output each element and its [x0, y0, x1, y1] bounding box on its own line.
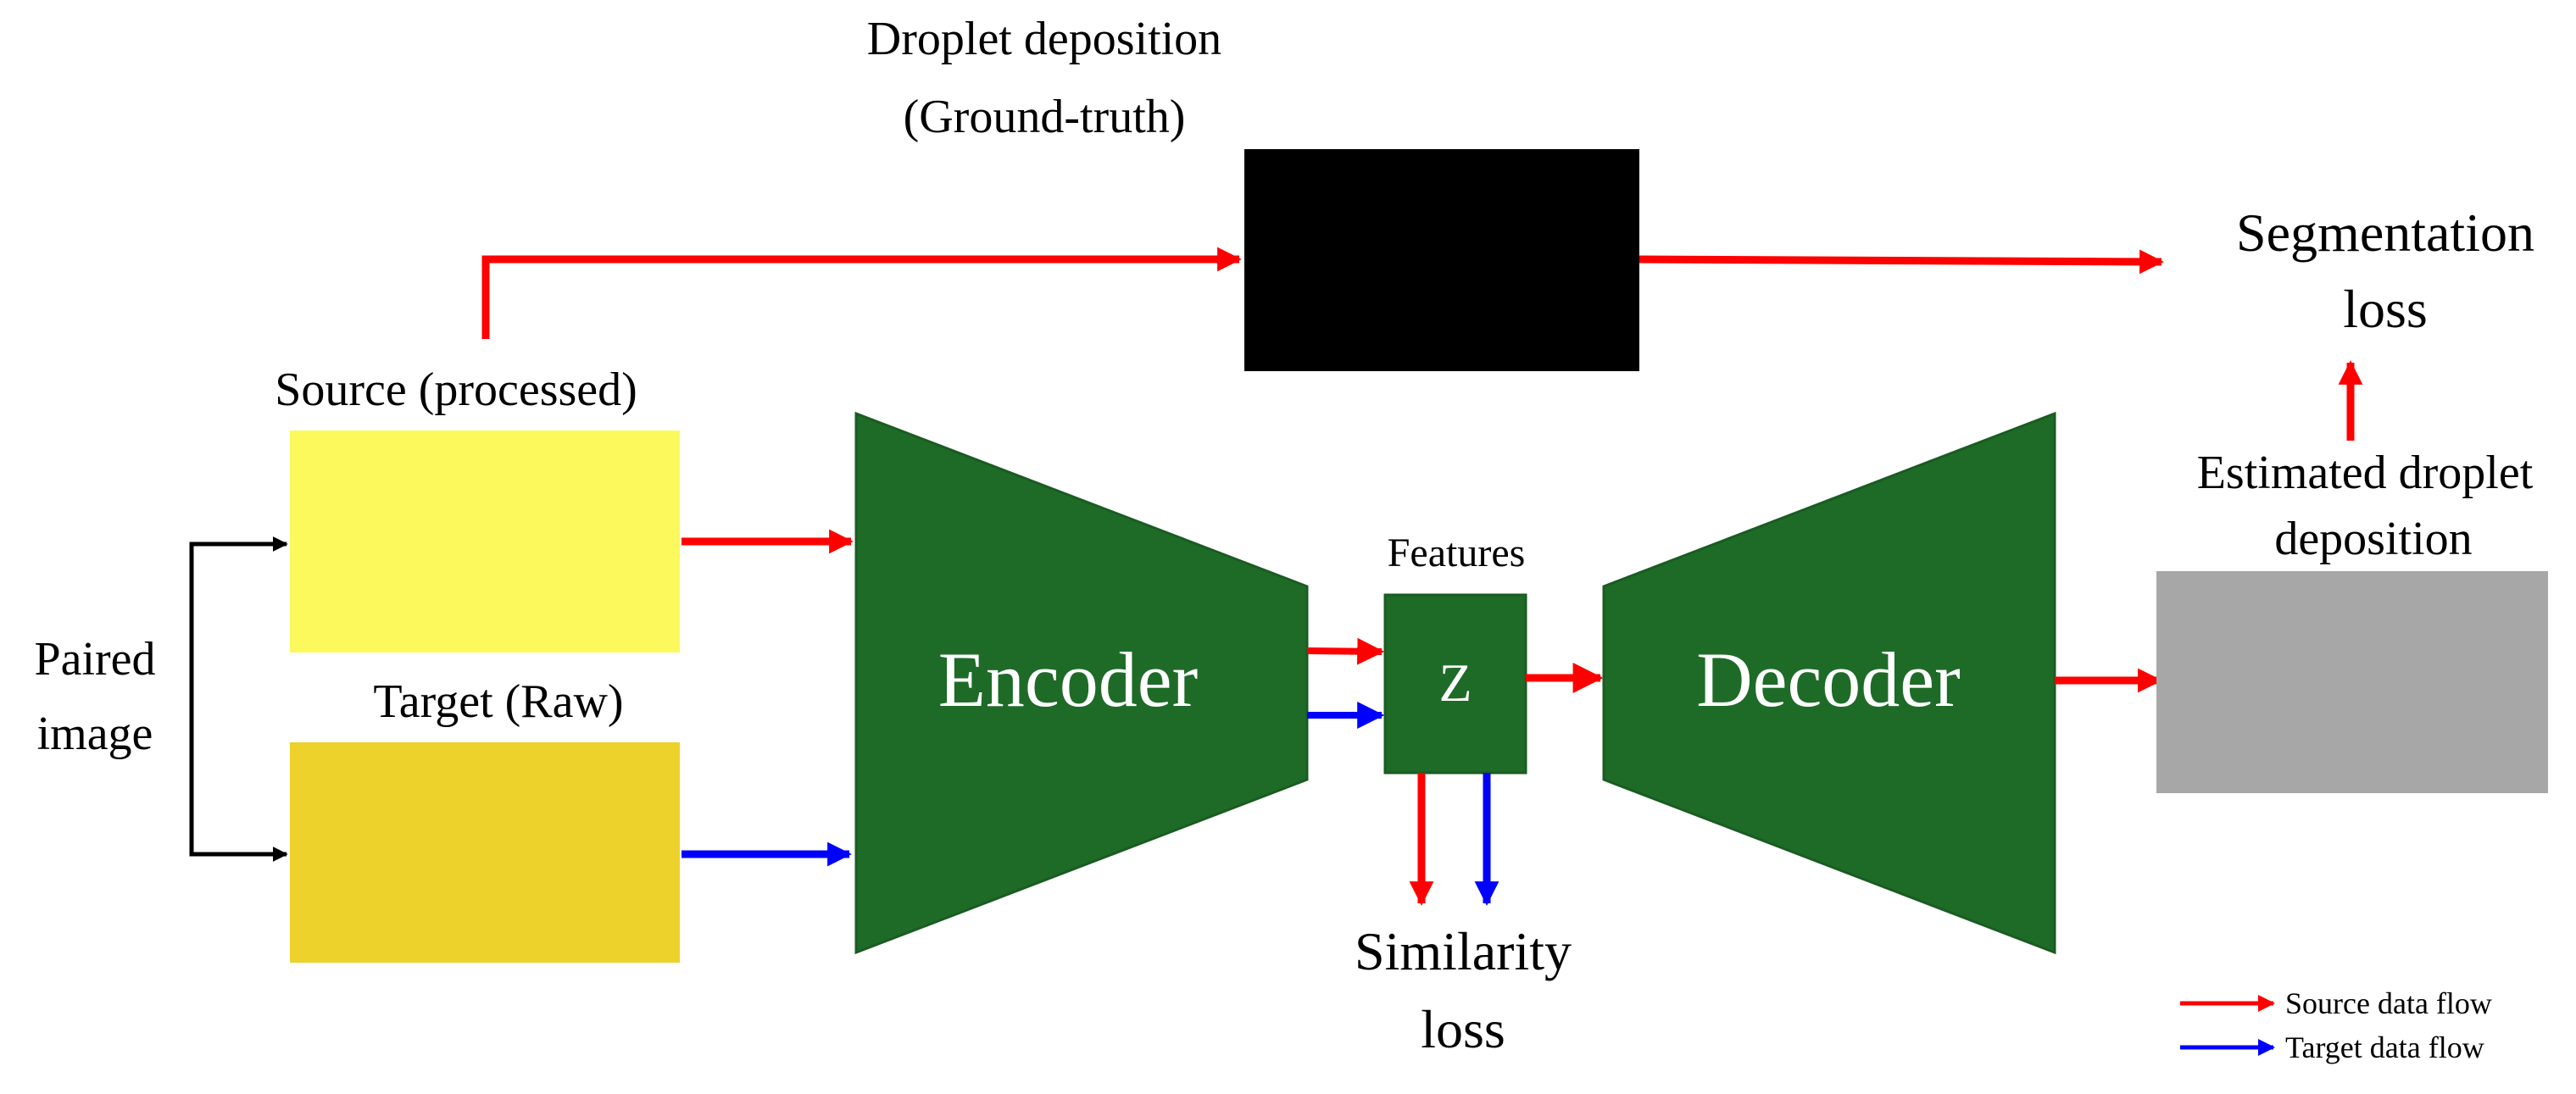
segmentation-loss-line1: Segmentation [2236, 203, 2534, 263]
segmentation-loss-line2: loss [2343, 279, 2428, 339]
decoder-label: Decoder [1696, 636, 1961, 723]
legend-source-label: Source data flow [2285, 986, 2492, 1020]
latent-z-block [1383, 593, 1527, 775]
ground-truth-to-loss-arrow [1639, 249, 2164, 275]
source-label: Source (processed) [275, 364, 637, 416]
paired-image-label-line1: Paired [34, 633, 155, 686]
estimated-label-line1: Estimated droplet [2197, 447, 2534, 499]
paired-bracket [189, 541, 280, 857]
latent-z-label: Z [1438, 653, 1472, 713]
ground-truth-image [1244, 149, 1639, 371]
similarity-loss-line1: Similarity [1355, 921, 1572, 981]
ground-truth-title-line2: (Ground-truth) [904, 91, 1186, 143]
decoder-block [1602, 411, 2056, 955]
encoder-block [854, 411, 1309, 955]
ground-truth-title-line1: Droplet deposition [867, 13, 1221, 65]
paired-image-label-line2: image [37, 708, 153, 760]
legend-target-label: Target data flow [2285, 1030, 2484, 1064]
estimated-image [2156, 571, 2548, 793]
similarity-loss-line2: loss [1421, 999, 1505, 1059]
estimated-label-line2: deposition [2274, 513, 2472, 565]
target-label: Target (Raw) [373, 675, 623, 728]
features-label: Features [1388, 530, 1526, 575]
encoder-source-to-z-arrow [1306, 637, 1385, 665]
source-to-ground-truth-arrow [481, 247, 1242, 339]
legend: Source data flow Target data flow [2180, 986, 2492, 1064]
encoder-label: Encoder [938, 636, 1199, 723]
target-image [290, 742, 680, 963]
source-image [290, 430, 680, 653]
